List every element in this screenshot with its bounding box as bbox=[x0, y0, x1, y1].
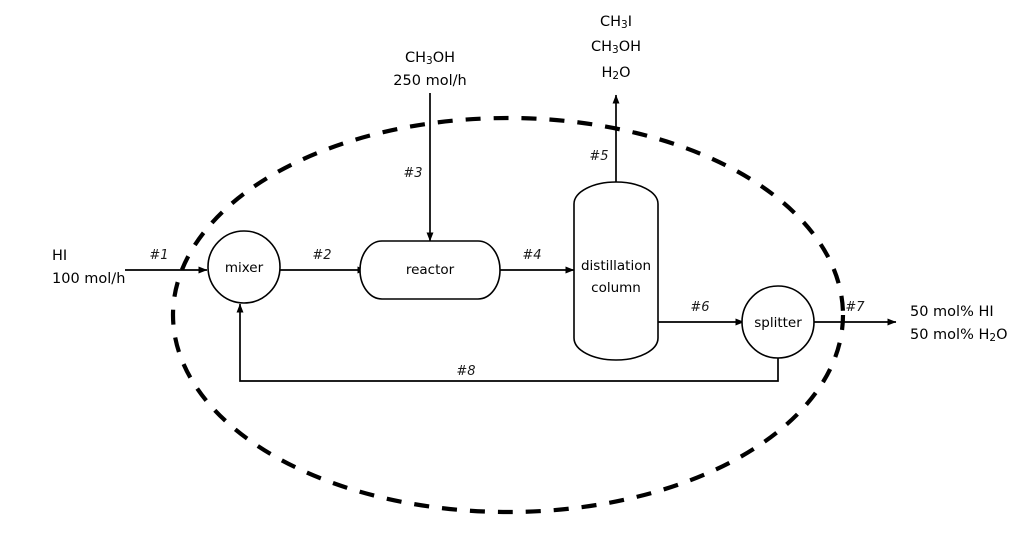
overhead-1-suffix: I bbox=[628, 14, 632, 30]
feed-methanol-subscript: 3 bbox=[426, 55, 433, 67]
feed-methanol-formula-label: CH3OH bbox=[405, 50, 455, 67]
stream-tag-4: #4 bbox=[522, 248, 541, 263]
feed-methanol-suffix: OH bbox=[433, 50, 455, 66]
overhead-3-prefix: H bbox=[601, 65, 612, 81]
stream-8-line bbox=[236, 303, 779, 382]
overhead-component-3-label: H2O bbox=[601, 65, 630, 82]
overhead-2-suffix: OH bbox=[619, 39, 641, 55]
outlet-composition-line1: 50 mol% HI bbox=[910, 304, 994, 320]
unit-reactor[interactable]: reactor bbox=[359, 240, 501, 300]
distillation-column-body[interactable] bbox=[573, 181, 659, 361]
stream-tag-2: #2 bbox=[312, 248, 331, 263]
outlet-line2-prefix: 50 mol% H bbox=[910, 327, 989, 343]
feed-hi-name-label: HI bbox=[52, 248, 67, 264]
stream-tag-8: #8 bbox=[456, 364, 475, 379]
overhead-1-prefix: CH bbox=[600, 14, 621, 30]
overhead-3-subscript: 2 bbox=[612, 70, 619, 82]
splitter-label: splitter bbox=[754, 315, 802, 331]
splitter-circle[interactable] bbox=[741, 285, 815, 359]
feed-methanol-prefix: CH bbox=[405, 50, 426, 66]
overhead-1-subscript: 3 bbox=[621, 19, 628, 31]
system-boundary-ellipse bbox=[170, 115, 846, 515]
stream-tag-6: #6 bbox=[690, 300, 709, 315]
stream-tag-7: #7 bbox=[845, 300, 865, 315]
outlet-line2-suffix: O bbox=[996, 327, 1007, 343]
overhead-component-1-label: CH3I bbox=[600, 14, 632, 31]
overhead-component-2-label: CH3OH bbox=[591, 39, 641, 56]
unit-splitter[interactable]: splitter bbox=[741, 285, 815, 359]
mixer-circle[interactable] bbox=[207, 230, 281, 304]
feed-methanol-flow-label: 250 mol/h bbox=[393, 73, 466, 89]
outlet-line2-subscript: 2 bbox=[989, 332, 996, 344]
distillation-column-label-line2: column bbox=[591, 280, 641, 296]
overhead-2-subscript: 3 bbox=[612, 44, 619, 56]
stream-tag-1: #1 bbox=[149, 248, 168, 263]
reactor-label: reactor bbox=[406, 262, 455, 278]
feed-hi-flow-label: 100 mol/h bbox=[52, 271, 125, 287]
stream-tag-3: #3 bbox=[403, 166, 422, 181]
distillation-column-label-line1: distillation bbox=[581, 258, 651, 274]
reactor-body[interactable] bbox=[359, 240, 501, 300]
stream-tag-5: #5 bbox=[589, 149, 608, 164]
outlet-composition-line2: 50 mol% H2O bbox=[910, 327, 1007, 344]
mixer-label: mixer bbox=[225, 260, 264, 276]
overhead-2-prefix: CH bbox=[591, 39, 612, 55]
unit-distillation-column[interactable]: distillation column bbox=[573, 181, 659, 361]
overhead-3-suffix: O bbox=[619, 65, 630, 81]
unit-mixer[interactable]: mixer bbox=[207, 230, 281, 304]
